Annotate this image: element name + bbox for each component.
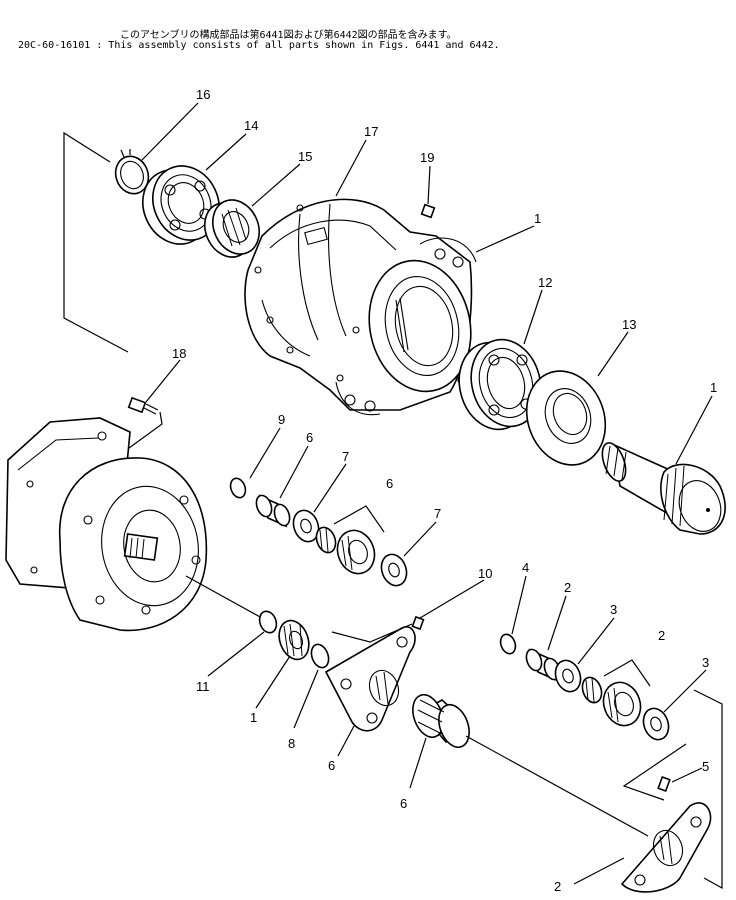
header-note-japanese: このアセンブリの構成部品は第6441図および第6442図の部品を含みます。 — [120, 30, 457, 41]
washer-7-lower — [380, 553, 408, 587]
callout-6: 6 — [400, 796, 407, 811]
bearing-1-lower — [278, 619, 310, 661]
assembly-bracket-right — [622, 689, 723, 890]
shaft-1 — [601, 442, 726, 535]
callout-1: 1 — [534, 211, 541, 226]
callout-6: 6 — [306, 430, 313, 445]
callout-13: 13 — [622, 317, 636, 332]
roller-bearing-6-upper — [315, 505, 385, 575]
callout-2: 2 — [564, 580, 571, 595]
callout-labels: 16 14 15 17 19 1 12 13 1 18 9 6 7 6 7 10… — [172, 87, 717, 894]
leader-lines — [141, 102, 713, 885]
washer-7-upper — [292, 509, 320, 543]
callout-12: 12 — [538, 275, 552, 290]
carrier-plate-2 — [620, 802, 712, 893]
callout-2: 2 — [658, 628, 665, 643]
callout-4: 4 — [522, 560, 529, 575]
travel-motor — [5, 417, 263, 632]
snap-ring-11 — [258, 610, 278, 634]
callout-16: 16 — [196, 87, 210, 102]
callout-10: 10 — [478, 566, 492, 581]
snap-ring-8 — [310, 643, 330, 669]
callout-3: 3 — [610, 602, 617, 617]
callout-1: 1 — [250, 710, 257, 725]
callout-6: 6 — [328, 758, 335, 773]
snap-ring-16 — [114, 149, 150, 195]
bearing-14 — [142, 165, 220, 245]
callout-15: 15 — [298, 149, 312, 164]
bolt-18 — [117, 396, 163, 457]
housing-17 — [244, 198, 477, 416]
callout-6: 6 — [386, 476, 393, 491]
callout-19: 19 — [420, 150, 434, 165]
callout-2: 2 — [554, 879, 561, 894]
carrier-plate-6 — [324, 623, 416, 732]
spacer-6-upper — [255, 494, 291, 528]
roller-bearing-2 — [581, 659, 651, 727]
plug-10 — [411, 615, 425, 631]
callout-5: 5 — [702, 759, 709, 774]
washer-3-lower — [642, 707, 670, 741]
callout-17: 17 — [364, 124, 378, 139]
assembly-bracket-left — [63, 131, 129, 353]
callout-8: 8 — [288, 736, 295, 751]
washer-3-upper — [554, 659, 582, 693]
callout-7: 7 — [342, 449, 349, 464]
callout-18: 18 — [172, 346, 186, 361]
callout-9: 9 — [278, 412, 285, 427]
plug-19 — [420, 203, 436, 219]
snap-ring-9 — [229, 477, 247, 499]
roller-bearing-15 — [204, 199, 260, 258]
callout-3: 3 — [702, 655, 709, 670]
planet-gear-6 — [412, 693, 649, 837]
callout-1: 1 — [710, 380, 717, 395]
bearing-12 — [458, 338, 542, 431]
header-note-english: 20C-60-16101 : This assembly consists of… — [18, 40, 500, 51]
callout-11: 11 — [196, 679, 210, 694]
plug-5 — [657, 775, 671, 793]
callout-7: 7 — [434, 506, 441, 521]
seal-plate-13 — [525, 370, 607, 466]
snap-ring-4 — [499, 633, 517, 655]
callout-14: 14 — [244, 118, 258, 133]
